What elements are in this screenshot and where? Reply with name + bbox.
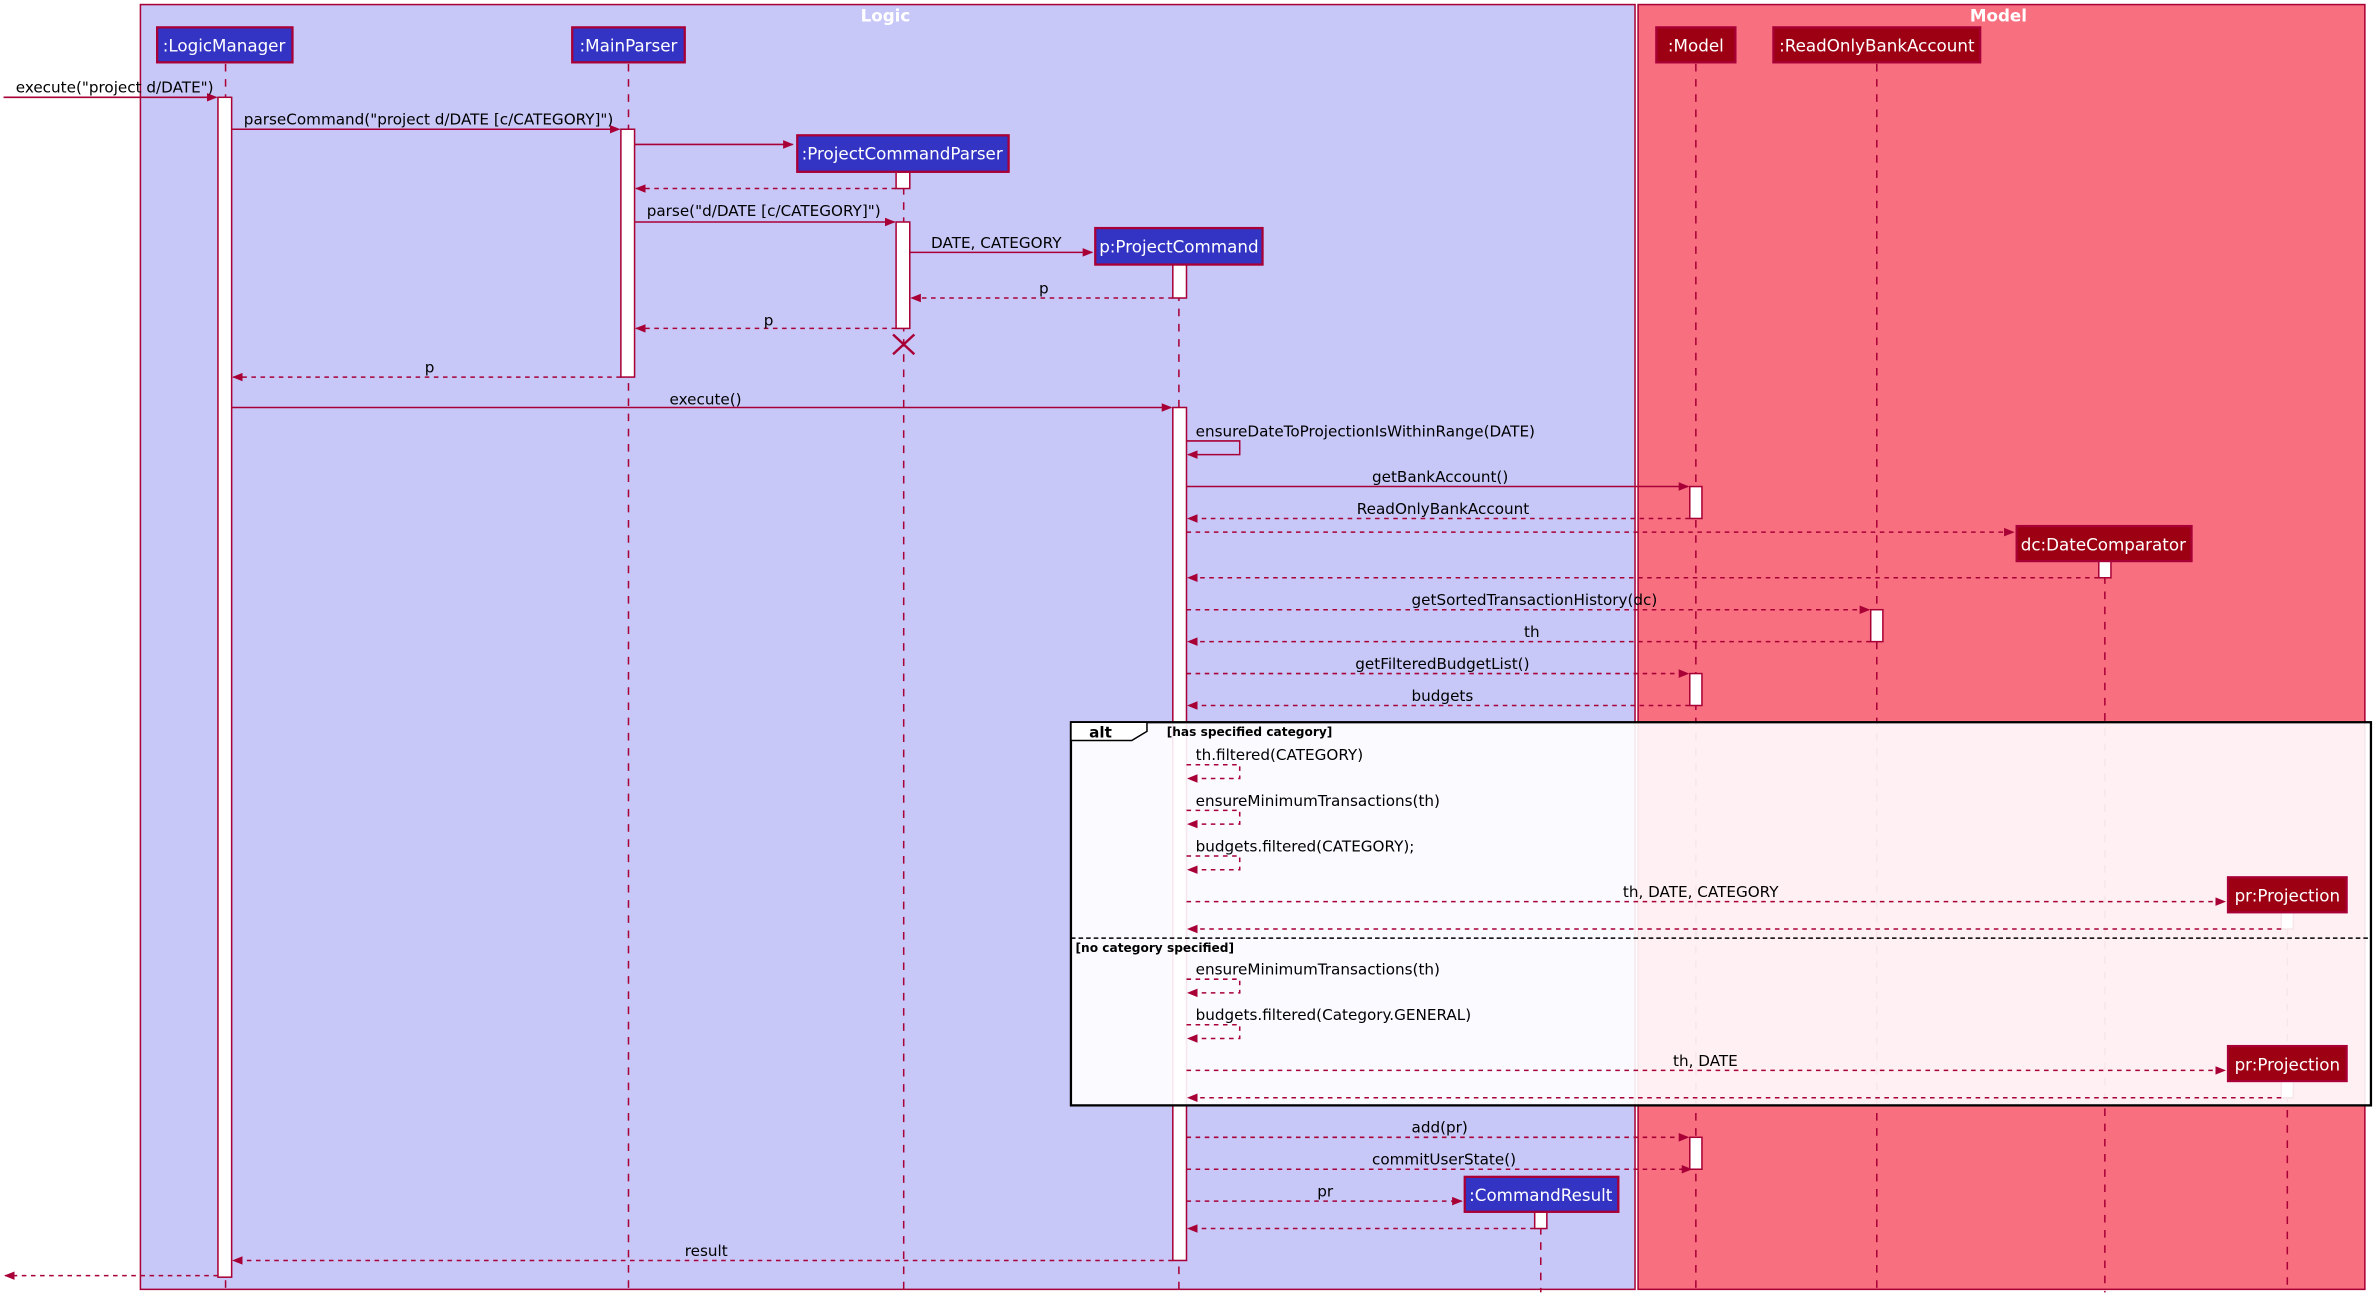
message-label: th	[1524, 623, 1540, 641]
activation-project-command-parser-create	[895, 171, 911, 190]
message-label: p	[764, 311, 774, 329]
participant-projection-second: pr:Projection	[2226, 1044, 2348, 1083]
activation-model-get-budgets	[1689, 672, 1703, 707]
participant-label: :ReadOnlyBankAccount	[1779, 36, 1975, 56]
participant-read-only-bank-account: :ReadOnlyBankAccount	[1772, 26, 1982, 64]
message-arrow	[1186, 764, 1241, 783]
message-label: budgets	[1412, 687, 1474, 705]
model-group-title: Model	[1970, 5, 2027, 25]
activation-project-command-create	[1172, 263, 1188, 299]
message-label: ensureMinimumTransactions(th)	[1196, 792, 1440, 810]
alt-fragment-tab	[1070, 721, 1148, 742]
message-label: p	[1039, 279, 1049, 297]
participant-projection-first: pr:Projection	[2226, 876, 2348, 914]
message-label: getSortedTransactionHistory(dc)	[1412, 591, 1658, 609]
participant-label: :LogicManager	[163, 36, 286, 56]
participant-date-comparator: dc:DateComparator	[2015, 524, 2193, 563]
participant-label: pr:Projection	[2235, 886, 2341, 906]
message-label: th, DATE	[1673, 1052, 1738, 1070]
message-label: th, DATE, CATEGORY	[1623, 883, 1779, 901]
participant-label: p:ProjectCommand	[1099, 236, 1258, 256]
message-label: th.filtered(CATEGORY)	[1196, 746, 1364, 764]
message-label: p	[425, 359, 435, 377]
message-label: ensureDateToProjectionIsWithinRange(DATE…	[1196, 422, 1535, 440]
message-label: parseCommand("project d/DATE [c/CATEGORY…	[244, 111, 614, 129]
participants: :LogicManager :MainParser :ProjectComman…	[156, 26, 2348, 1213]
message-label: budgets.filtered(Category.GENERAL)	[1196, 1006, 1472, 1024]
participant-command-result: :CommandResult	[1463, 1175, 1620, 1213]
participant-label: :ProjectCommandParser	[802, 144, 1003, 164]
message-label: budgets.filtered(CATEGORY);	[1196, 837, 1415, 855]
alt-guard-has-category: [has specified category]	[1167, 725, 1333, 739]
message-arrow	[1186, 855, 1241, 874]
message-label: ReadOnlyBankAccount	[1357, 500, 1529, 518]
participant-main-parser: :MainParser	[571, 26, 686, 64]
message-label: ensureMinimumTransactions(th)	[1196, 961, 1440, 979]
participant-label: :Model	[1668, 36, 1724, 56]
message-label: commitUserState()	[1372, 1151, 1516, 1169]
activation-main-parser	[620, 128, 636, 378]
message-label: execute("project d/DATE")	[16, 79, 214, 97]
logic-group-title: Logic	[861, 5, 911, 25]
message-label: pr	[1317, 1183, 1334, 1201]
activation-command-result	[1533, 1211, 1548, 1230]
activation-read-only-bank-account	[1869, 608, 1884, 643]
activation-logic-manager	[217, 96, 233, 1278]
participant-label: :MainParser	[580, 36, 678, 56]
alt-fragment-frame	[1069, 721, 2373, 1107]
participant-model: :Model	[1655, 26, 1737, 64]
message-label: getBankAccount()	[1372, 468, 1508, 486]
message-label: add(pr)	[1412, 1119, 1468, 1137]
participant-project-command: p:ProjectCommand	[1094, 226, 1264, 266]
alt-fragment-operator: alt	[1089, 723, 1112, 741]
message-label: parse("d/DATE [c/CATEGORY]")	[647, 202, 881, 220]
message-arrow	[1186, 440, 1241, 459]
message-label: execute()	[670, 390, 742, 408]
message-label: result	[685, 1242, 728, 1260]
message-arrow	[1186, 809, 1241, 829]
destroy-marker-icon	[892, 333, 916, 356]
participant-label: pr:Projection	[2235, 1054, 2341, 1074]
message-arrow	[1186, 1024, 1241, 1043]
alt-guard-no-category: [no category specified]	[1076, 941, 1235, 955]
participant-logic-manager: :LogicManager	[156, 26, 294, 64]
alt-fragment: alt [has specified category] [no categor…	[1069, 721, 2373, 1107]
participant-label: dc:DateComparator	[2021, 534, 2186, 554]
activation-model-get-bank-account	[1689, 485, 1703, 520]
messages: execute("project d/DATE") parseCommand("…	[3, 79, 2282, 1280]
message-label: DATE, CATEGORY	[931, 234, 1062, 252]
participant-project-command-parser: :ProjectCommandParser	[796, 134, 1010, 173]
activation-date-comparator	[2098, 560, 2112, 579]
activation-model-add	[1689, 1136, 1703, 1170]
message-arrow	[1186, 978, 1241, 998]
activation-project-command-parser-parse	[895, 221, 911, 330]
participant-label: :CommandResult	[1469, 1185, 1613, 1205]
message-label: getFilteredBudgetList()	[1355, 655, 1529, 673]
